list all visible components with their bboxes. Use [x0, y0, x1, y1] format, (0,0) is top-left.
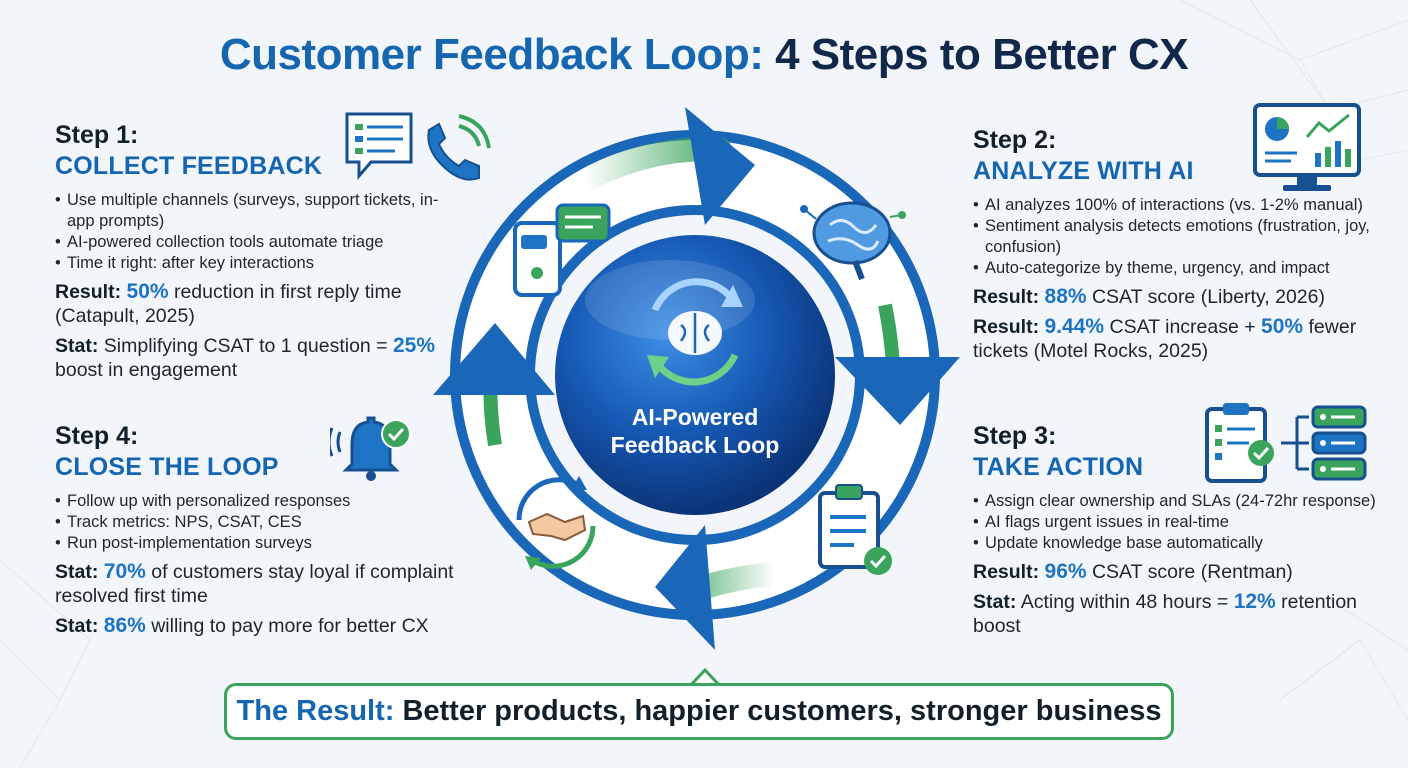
step3-bullet: Update knowledge base automatically [973, 533, 1393, 554]
center-line2: Feedback Loop [611, 432, 780, 458]
step1-bullet: Use multiple channels (surveys, support … [55, 190, 455, 232]
result-notch [690, 668, 720, 686]
step1-heading: COLLECT FEEDBACK [55, 152, 323, 180]
step2-result: Result: 88% CSAT score (Liberty, 2026) [973, 285, 1325, 308]
step1-result: Result: 50% reduction in first reply tim… [55, 280, 402, 327]
step3-heading: TAKE ACTION [973, 453, 1144, 481]
clipboard-check-icon [818, 484, 892, 575]
step4-stat-2: Stat: 86% willing to pay more for better… [55, 614, 429, 637]
ai-brain-icon [800, 201, 906, 281]
step3-bullet: AI flags urgent issues in real-time [973, 512, 1393, 533]
step4-bullet: Follow up with personalized responses [55, 491, 475, 512]
task-checklist-icon [1205, 403, 1274, 483]
step2-bullet: Sentiment analysis detects emotions (fru… [973, 216, 1393, 258]
step1-bullet: Time it right: after key interactions [55, 253, 455, 274]
step1-icons [345, 112, 491, 181]
step2-bullet: AI analyzes 100% of interactions (vs. 1-… [973, 195, 1393, 216]
step2-result-2: Result: 9.44% CSAT increase + 50% fewer … [973, 315, 1357, 362]
analytics-dashboard-icon [1253, 103, 1361, 191]
step2-bullet: Auto-categorize by theme, urgency, and i… [973, 258, 1393, 279]
center-brain-icon [647, 278, 743, 386]
step3-stat: Stat: Acting within 48 hours = 12% reten… [973, 590, 1358, 637]
step1-panel: Step 1: COLLECT FEEDBACK Use multiple ch… [55, 120, 455, 382]
step4-heading: CLOSE THE LOOP [55, 453, 279, 481]
step3-label: Step 3: [973, 422, 1057, 450]
step4-label: Step 4: [55, 422, 139, 450]
center-sphere [555, 235, 835, 515]
step4-bullet: Track metrics: NPS, CSAT, CES [55, 512, 475, 533]
step1-label: Step 1: [55, 121, 139, 149]
step3-icons [1205, 403, 1367, 483]
step4-stat: Stat: 70% of customers stay loyal if com… [55, 560, 454, 607]
step1-stat: Stat: Simplifying CSAT to 1 question = 2… [55, 334, 436, 381]
page-title: Customer Feedback Loop: 4 Steps to Bette… [0, 30, 1408, 80]
result-label: The Result: [236, 695, 395, 727]
title-part2: 4 Steps to Better CX [775, 30, 1189, 79]
cycle-arrows [433, 107, 960, 650]
step3-bullet: Assign clear ownership and SLAs (24-72hr… [973, 491, 1393, 512]
step2-heading: ANALYZE WITH AI [973, 157, 1194, 185]
step2-panel: Step 2: ANALYZE WITH AI AI analyzes 100%… [973, 125, 1393, 363]
step3-panel: Step 3: TAKE ACTION Assign clear ownersh… [973, 421, 1393, 638]
step4-panel: Step 4: CLOSE THE LOOP Follow up with pe… [55, 421, 475, 638]
step4-bullet: Run post-implementation surveys [55, 533, 475, 554]
mobile-chat-icon [513, 203, 611, 297]
step1-bullet: AI-powered collection tools automate tri… [55, 232, 455, 253]
step1-bullets: Use multiple channels (surveys, support … [55, 190, 455, 274]
step3-result: Result: 96% CSAT score (Rentman) [973, 560, 1293, 583]
notification-bell-icon [330, 416, 411, 481]
title-part1: Customer Feedback Loop: [219, 30, 764, 79]
result-text: Better products, happier customers, stro… [402, 695, 1162, 727]
handshake-icon [516, 476, 596, 570]
survey-form-icon [345, 112, 413, 181]
result-banner: The Result: Better products, happier cus… [224, 683, 1174, 740]
routing-icon [1281, 405, 1367, 481]
step2-bullets: AI analyzes 100% of interactions (vs. 1-… [973, 195, 1393, 279]
phone-icon [427, 114, 491, 181]
step3-bullets: Assign clear ownership and SLAs (24-72hr… [973, 491, 1393, 554]
step4-bullets: Follow up with personalized responses Tr… [55, 491, 475, 554]
step2-label: Step 2: [973, 126, 1057, 154]
center-line1: AI-Powered [632, 404, 759, 430]
feedback-cycle: AI-Powered Feedback Loop [433, 107, 960, 650]
